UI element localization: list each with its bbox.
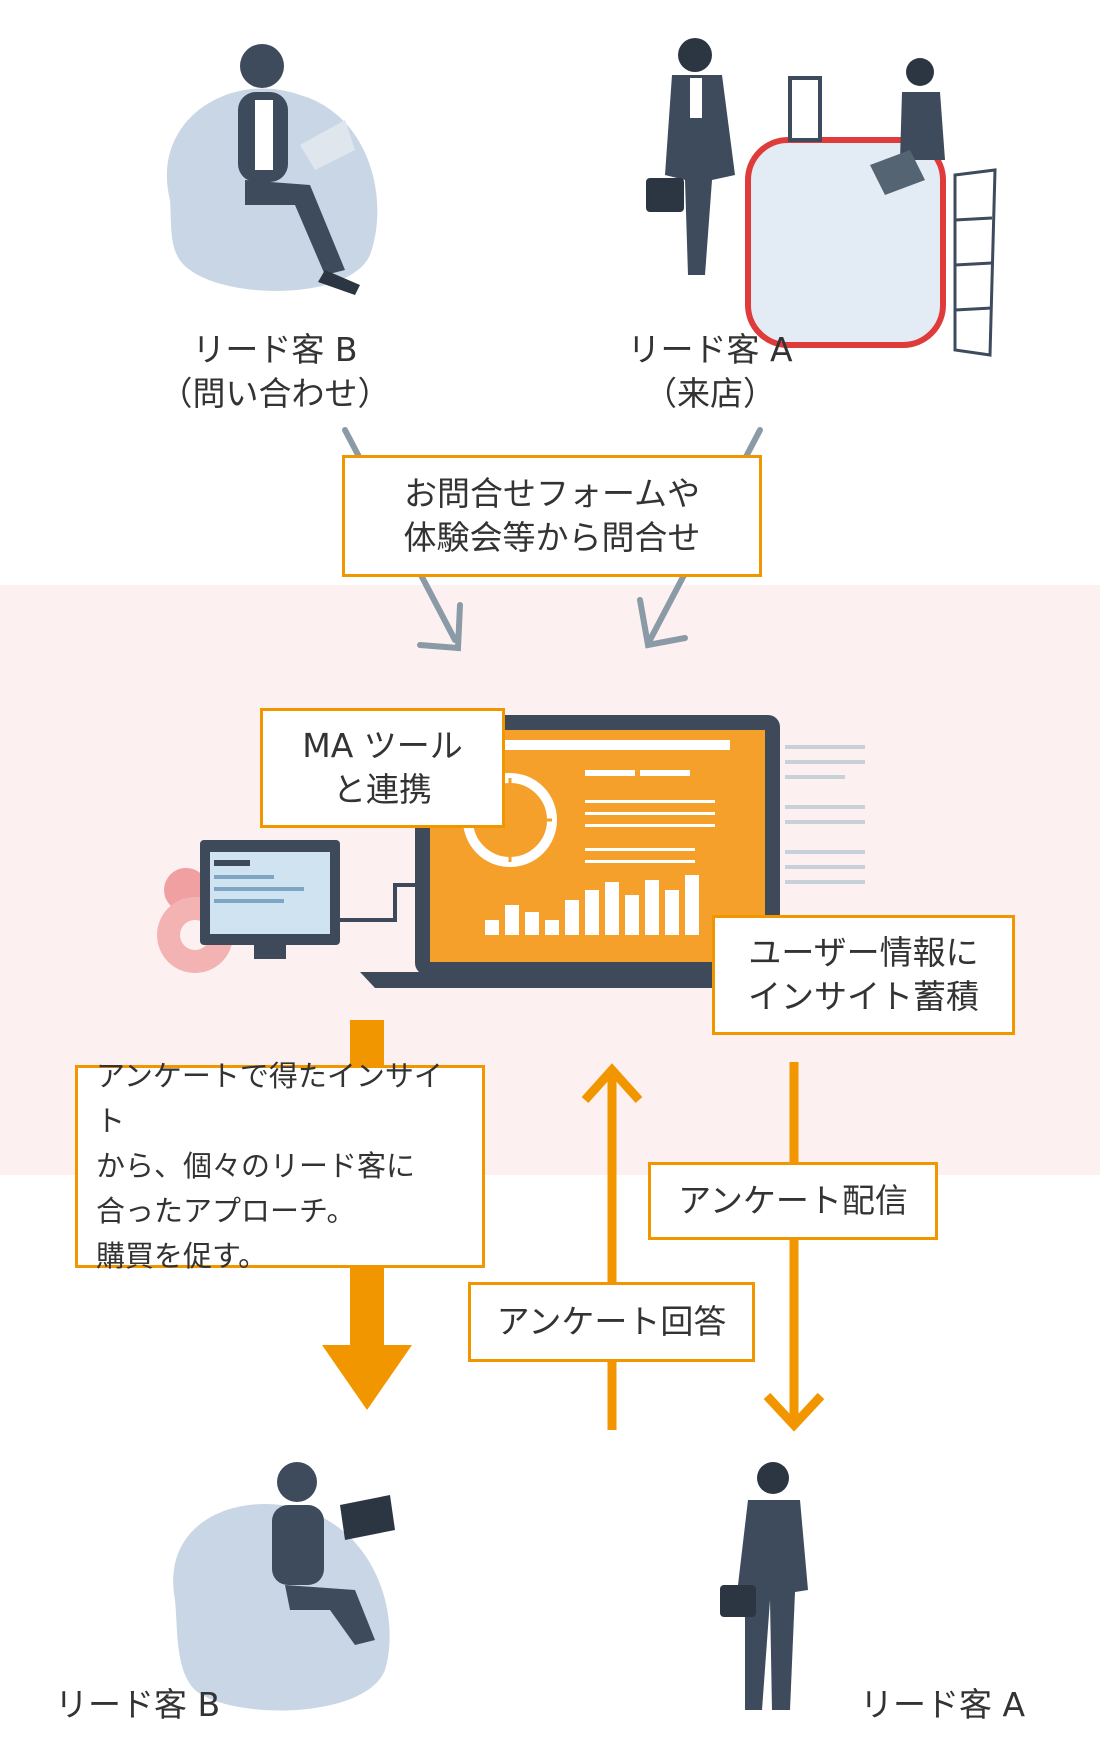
approach-box: アンケートで得たインサイト から、個々のリード客に 合ったアプローチ。 購買を促… (75, 1059, 485, 1273)
lead-b-bottom-label: リード客 B (55, 1685, 221, 1724)
ma-tool-illustration (157, 715, 865, 988)
lead-b-top-figure (166, 44, 378, 295)
lead-b-top-name: リード客 B (192, 330, 358, 369)
survey-send-arrow (763, 1062, 825, 1432)
survey-answer-box: アンケート回答 (468, 1282, 755, 1362)
survey-answer-arrow (581, 1063, 643, 1430)
lead-a-top-label: リード客 A （来店） (580, 328, 840, 416)
survey-send-box: アンケート配信 (648, 1162, 938, 1240)
lead-b-top-note: （問い合わせ） (159, 374, 391, 413)
inquiry-box: お問合せフォームや 体験会等から問合せ (342, 455, 762, 577)
lead-a-top-name: リード客 A (627, 330, 793, 369)
lead-b-top-label: リード客 B （問い合わせ） (145, 328, 405, 416)
insight-box: ユーザー情報に インサイト蓄積 (712, 915, 1015, 1035)
ma-tool-box: MA ツール と連携 (260, 708, 505, 828)
lead-a-top-figure (646, 38, 997, 357)
lead-a-bottom-label: リード客 A (860, 1685, 1026, 1724)
lead-a-bottom-figure (720, 1462, 808, 1710)
lead-a-top-note: （来店） (644, 374, 776, 413)
lead-b-bottom-figure (173, 1462, 395, 1711)
